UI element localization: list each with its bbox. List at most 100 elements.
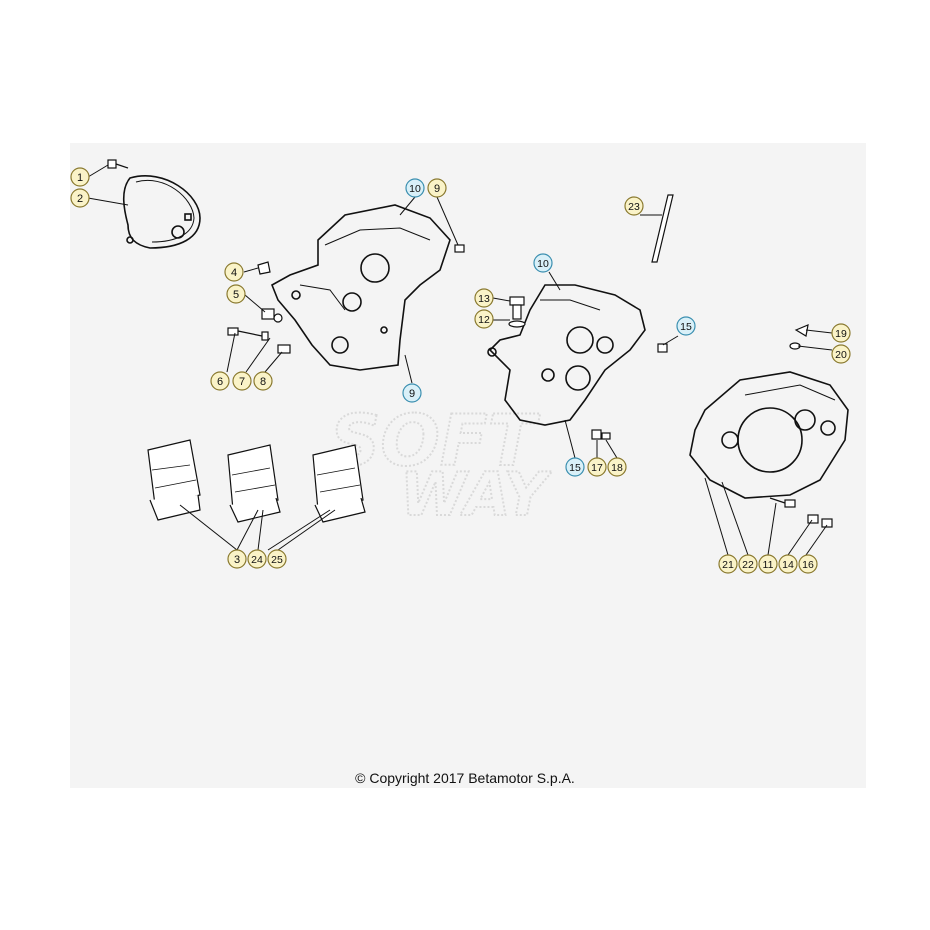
callout-circle	[232, 371, 252, 391]
callout-5: 5	[226, 284, 246, 304]
callout-13: 13	[474, 288, 494, 308]
callout-number: 6	[217, 376, 223, 388]
callout-number: 9	[434, 183, 440, 195]
callout-6: 6	[210, 371, 230, 391]
callout-number: 4	[231, 267, 237, 279]
watermark-text: SOFT	[330, 400, 541, 482]
callout-number: 10	[409, 183, 421, 195]
callout-circle	[405, 178, 425, 198]
callout-circle	[247, 549, 267, 569]
callout-2: 2	[70, 188, 90, 208]
callout-20: 20	[831, 344, 851, 364]
leader-lines	[87, 164, 833, 556]
callout-number: 13	[478, 293, 490, 305]
reed-valve-part-1	[147, 439, 201, 521]
callout-21: 21	[718, 554, 738, 574]
callout-number: 24	[251, 554, 263, 566]
callout-number: 18	[611, 462, 623, 474]
callout-number: 12	[478, 314, 490, 326]
callout-number: 1	[77, 172, 83, 184]
callout-circle	[587, 457, 607, 477]
callout-9: 9	[427, 178, 447, 198]
callout-circle	[565, 457, 585, 477]
callout-10: 10	[405, 178, 425, 198]
callout-number: 3	[234, 554, 240, 566]
callout-number: 7	[239, 376, 245, 388]
callout-circle	[778, 554, 798, 574]
callout-15: 15	[676, 316, 696, 336]
left-crankcase-part	[270, 204, 451, 371]
callout-22: 22	[738, 554, 758, 574]
callout-19: 19	[831, 323, 851, 343]
callout-number: 5	[233, 289, 239, 301]
callout-circle	[676, 316, 696, 336]
callout-number: 25	[271, 554, 283, 566]
callout-1: 1	[70, 167, 90, 187]
callout-23: 23	[624, 196, 644, 216]
callout-circle	[607, 457, 627, 477]
screw-part-1	[107, 159, 129, 169]
callout-circle	[267, 549, 287, 569]
callout-circle	[758, 554, 778, 574]
callout-circle	[624, 196, 644, 216]
callout-number: 17	[591, 462, 603, 474]
callout-circle	[253, 371, 273, 391]
callout-18: 18	[607, 457, 627, 477]
stud-part-23	[651, 194, 674, 263]
callout-circle	[427, 178, 447, 198]
right-crankcase-part	[487, 284, 646, 426]
callout-number: 14	[782, 559, 794, 571]
callout-number: 10	[537, 258, 549, 270]
small-parts-4-5	[257, 261, 283, 323]
callout-number: 2	[77, 193, 83, 205]
callout-circle	[70, 167, 90, 187]
callout-9: 9	[402, 383, 422, 403]
callout-14: 14	[778, 554, 798, 574]
callout-17: 17	[587, 457, 607, 477]
callout-circle	[718, 554, 738, 574]
callout-15: 15	[565, 457, 585, 477]
callout-8: 8	[253, 371, 273, 391]
callout-circle	[226, 284, 246, 304]
callout-number: 15	[680, 321, 692, 333]
watermark: SOFT WAY	[329, 399, 554, 531]
svg-text:WAY: WAY	[400, 460, 553, 530]
copyright-text: © Copyright 2017 Betamotor S.p.A.	[355, 770, 575, 786]
plug-parts-12-13	[508, 296, 526, 328]
callout-number: 9	[409, 388, 415, 400]
callout-number: 15	[569, 462, 581, 474]
callout-number: 19	[835, 328, 847, 340]
callout-circle	[70, 188, 90, 208]
callout-number: 8	[260, 376, 266, 388]
callout-circle	[402, 383, 422, 403]
callout-circle	[474, 288, 494, 308]
callout-circle	[831, 323, 851, 343]
callout-circle	[738, 554, 758, 574]
callout-number: 21	[722, 559, 734, 571]
reed-valve-part-3	[312, 444, 366, 523]
callout-circle	[474, 309, 494, 329]
callout-circle	[831, 344, 851, 364]
callout-number: 22	[742, 559, 754, 571]
callout-11: 11	[758, 554, 778, 574]
callout-circle	[798, 554, 818, 574]
callout-12: 12	[474, 309, 494, 329]
clutch-cover-part	[689, 371, 849, 499]
callout-circle	[227, 549, 247, 569]
callout-number: 16	[802, 559, 814, 571]
diagram-background	[70, 143, 866, 788]
callout-7: 7	[232, 371, 252, 391]
callout-10: 10	[533, 253, 553, 273]
callout-25: 25	[267, 549, 287, 569]
callout-circle	[224, 262, 244, 282]
callout-4: 4	[224, 262, 244, 282]
callout-number: 20	[835, 349, 847, 361]
callout-number: 11	[763, 559, 774, 571]
callout-16: 16	[798, 554, 818, 574]
reed-valve-part-2	[227, 444, 281, 523]
callout-3: 3	[227, 549, 247, 569]
callout-24: 24	[247, 549, 267, 569]
ignition-cover-part	[122, 175, 201, 249]
